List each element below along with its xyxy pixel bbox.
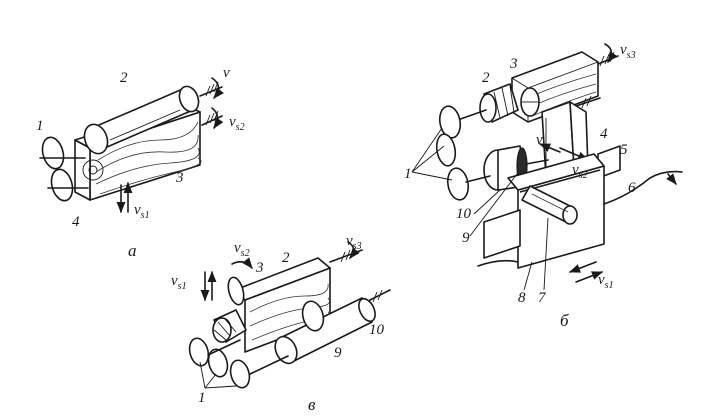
label-2: 2 — [482, 70, 490, 86]
drive-wheel-4 — [47, 168, 89, 202]
workpiece-7 — [521, 185, 578, 225]
label-10: 10 — [369, 322, 385, 338]
label-1: 1 — [198, 390, 206, 406]
drive-wheels-1 — [188, 337, 289, 389]
label-9: 9 — [462, 230, 470, 246]
profile-cutter-2 — [479, 83, 519, 123]
label-8: 8 — [518, 290, 526, 306]
cylindrical-cutter — [83, 85, 200, 155]
label-3: 3 — [509, 56, 518, 72]
label-9: 9 — [334, 345, 342, 361]
caption-c: в — [308, 395, 316, 414]
label-3: 3 — [175, 170, 184, 186]
panel-c: vs1 vs2 vs3 3 2 9 10 1 в — [171, 233, 391, 414]
label-10: 10 — [456, 206, 472, 222]
panel-b: 2 3 vs3 4 5 6 v vs2 1 10 9 8 7 vs1 б — [404, 42, 683, 330]
velocity-vs1: vs1 — [598, 272, 614, 291]
label-4: 4 — [600, 126, 608, 142]
velocity-v: v — [223, 65, 230, 81]
velocity-vs1: vs1 — [171, 273, 187, 292]
label-3: 3 — [255, 260, 264, 276]
label-1: 1 — [36, 118, 44, 134]
velocity-v: v — [536, 132, 543, 148]
drive-wheel-1 — [39, 136, 86, 170]
label-1: 1 — [404, 166, 412, 182]
caption-b: б — [560, 311, 569, 330]
profile-cutter — [212, 309, 247, 343]
panel-a: 1 2 3 4 v vs2 vs1 а — [36, 65, 245, 260]
label-2: 2 — [282, 250, 290, 266]
disk-9 — [301, 300, 325, 332]
label-4: 4 — [72, 214, 80, 230]
label-6: 6 — [628, 180, 636, 196]
velocity-vs3: vs3 — [346, 233, 362, 252]
disk-cutter-3 — [227, 276, 245, 306]
label-5: 5 — [620, 142, 628, 158]
feed-roll-10 — [274, 297, 376, 365]
column-4 — [541, 101, 589, 179]
velocity-vs3: vs3 — [620, 42, 636, 61]
caption-a: а — [128, 241, 137, 260]
velocity-vs2: vs2 — [572, 162, 588, 181]
label-7: 7 — [538, 290, 547, 306]
velocity-vs1: vs1 — [134, 202, 150, 221]
disk-cutter-3 — [520, 87, 540, 117]
velocity-vs2: vs2 — [229, 114, 245, 133]
label-2: 2 — [120, 70, 128, 86]
velocity-vs2: vs2 — [234, 240, 250, 259]
drive-wheels-1 — [435, 133, 491, 201]
